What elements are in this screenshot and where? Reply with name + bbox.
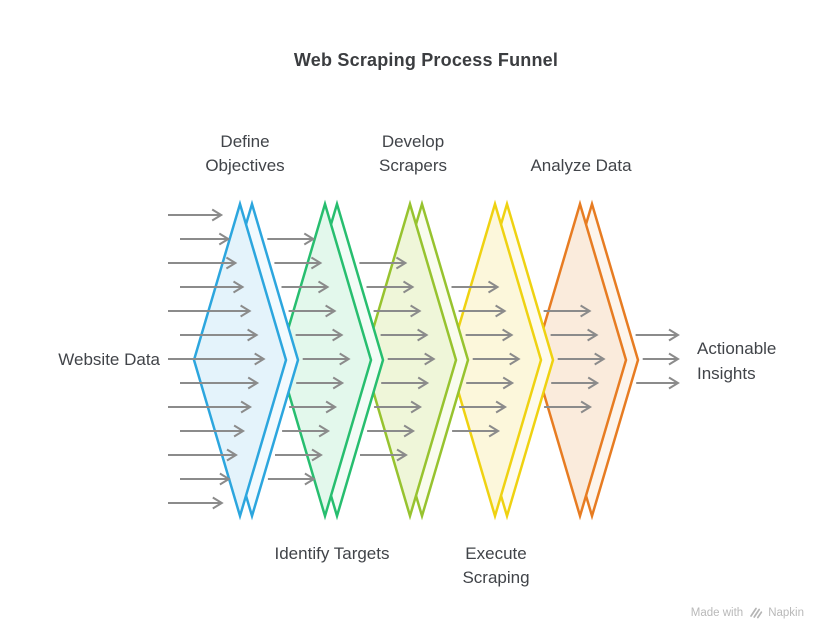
- input-label: Website Data: [58, 350, 160, 369]
- diagram-title: Web Scraping Process Funnel: [293, 50, 559, 70]
- napkin-logo-icon: [750, 607, 763, 619]
- stage-label-define-objectives: Define Objectives: [205, 132, 285, 175]
- watermark: Made with Napkin: [691, 606, 804, 619]
- watermark-prefix: Made with: [690, 606, 744, 619]
- stage-label-analyze-data: Analyze Data: [530, 156, 632, 175]
- stage-label-develop-scrapers: Develop Scrapers: [378, 132, 448, 175]
- stage-label-identify-targets: Identify Targets: [274, 544, 390, 563]
- stage-label-execute-scraping: Execute Scraping: [462, 544, 530, 587]
- output-label: Actionable Insights: [697, 339, 777, 383]
- watermark-brand: Napkin: [768, 606, 804, 619]
